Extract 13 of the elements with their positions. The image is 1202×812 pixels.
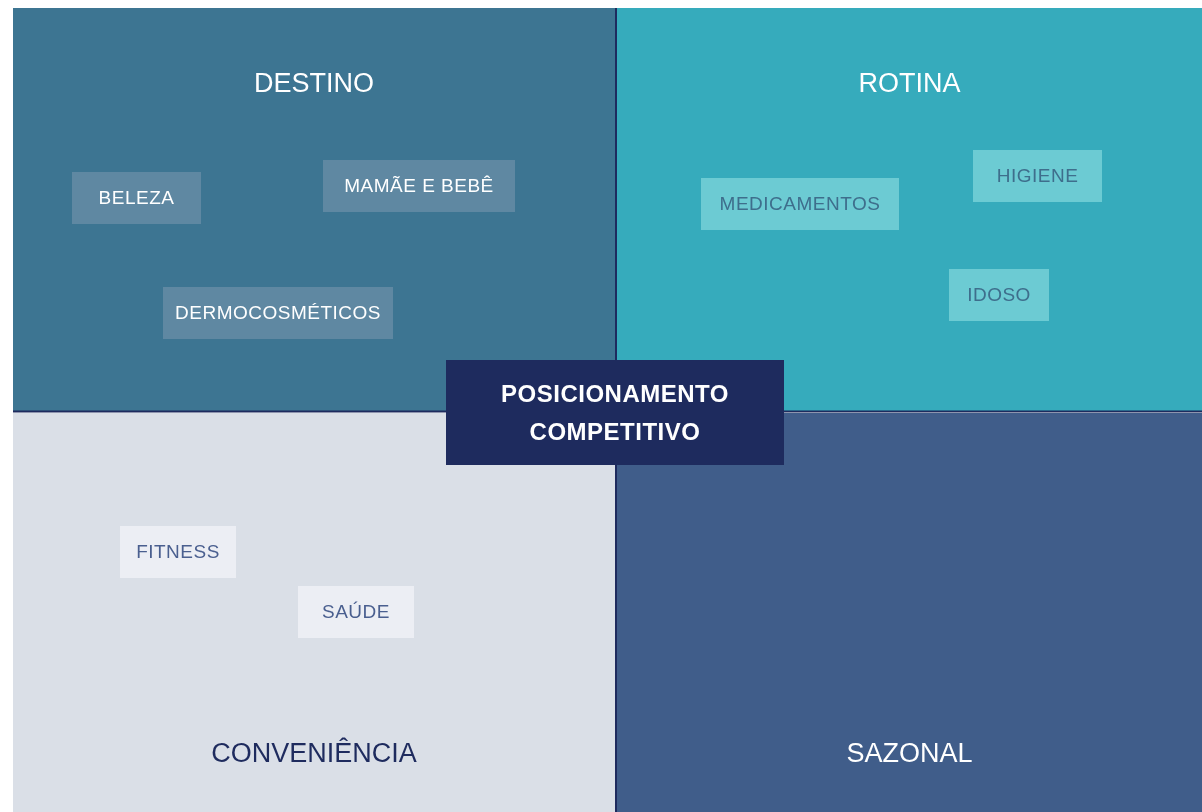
center-label: POSICIONAMENTO COMPETITIVO — [446, 360, 784, 465]
category-tag: MEDICAMENTOS — [701, 178, 899, 230]
quadrant-title: SAZONAL — [846, 738, 973, 769]
category-tag: MAMÃE E BEBÊ — [323, 160, 515, 212]
quadrant-title: DESTINO — [254, 68, 374, 99]
category-tag: HIGIENE — [973, 150, 1102, 202]
category-tag: DERMOCOSMÉTICOS — [163, 287, 393, 339]
category-tag: BELEZA — [72, 172, 201, 224]
category-tag: IDOSO — [949, 269, 1049, 321]
quadrant-title: ROTINA — [858, 68, 961, 99]
category-tag: SAÚDE — [298, 586, 414, 638]
category-tag: FITNESS — [120, 526, 236, 578]
quadrant-title: CONVENIÊNCIA — [211, 738, 417, 769]
